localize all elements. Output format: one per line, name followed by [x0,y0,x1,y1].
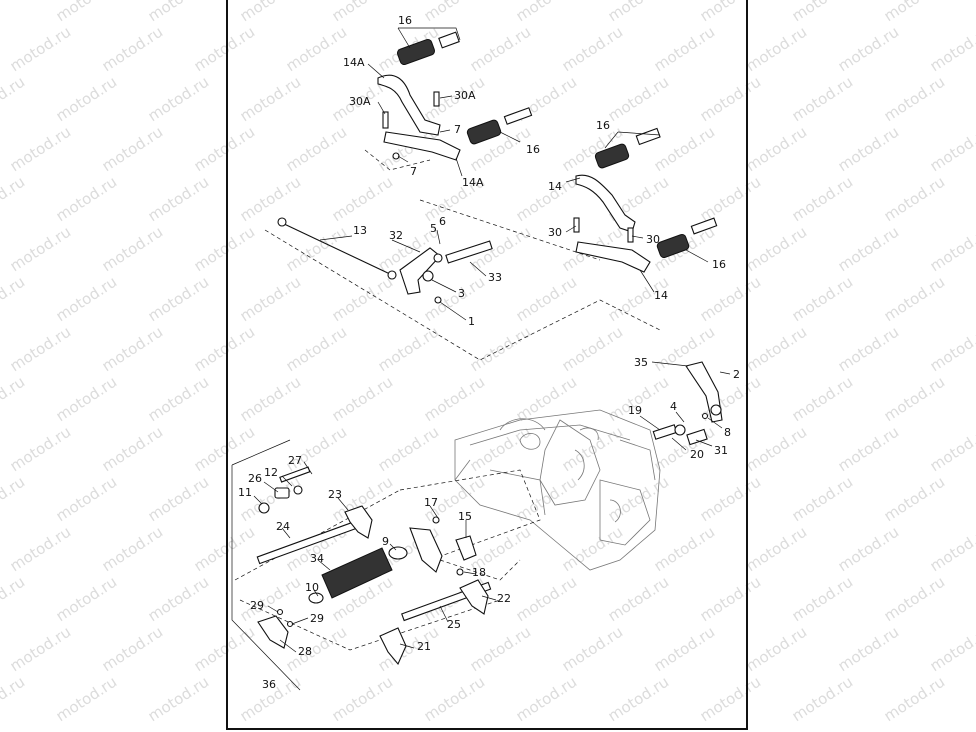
callout-16: 16 [526,143,540,156]
callout-14: 14 [654,289,668,302]
callout-6: 6 [439,215,446,228]
callout-5: 5 [430,222,437,235]
callout-7: 7 [410,165,417,178]
callout-34: 34 [310,552,324,565]
callout-13: 13 [353,224,367,237]
callout-30a: 30A [454,89,476,102]
callout-1: 1 [468,315,475,328]
callout-25: 25 [447,618,461,631]
callout-3: 3 [458,287,465,300]
callout-30: 30 [548,226,562,239]
callout-19: 19 [628,404,642,417]
callout-16: 16 [596,119,610,132]
callout-16: 16 [712,258,726,271]
callout-17: 17 [424,496,438,509]
callout-labels: 16 14A 30A 30A 7 16 7 14A 16 14 13 32 5 … [238,14,740,691]
callout-33: 33 [488,271,502,284]
callout-23: 23 [328,488,342,501]
callout-21: 21 [417,640,431,653]
shifter-lever [652,361,723,446]
callout-14: 14 [548,180,562,193]
callout-30: 30 [646,233,660,246]
callout-8: 8 [724,426,731,439]
callout-20: 20 [690,448,704,461]
callout-12: 12 [264,466,278,479]
callout-31: 31 [714,444,728,457]
diagram-frame [226,0,748,730]
callout-22: 22 [497,592,511,605]
callout-9: 9 [382,535,389,548]
engine-case [454,409,661,571]
callout-32: 32 [389,229,403,242]
callout-29: 29 [310,612,324,625]
callout-24: 24 [276,520,290,533]
shift-linkage [277,217,493,304]
callout-7: 7 [454,123,461,136]
callout-16: 16 [398,14,412,27]
callout-11: 11 [238,486,252,499]
rider-footpeg-assembly-right [573,127,718,273]
callout-15: 15 [458,510,472,523]
rider-footpeg-assembly-left [377,31,533,161]
callout-18: 18 [472,566,486,579]
assembly-outlines [231,149,661,691]
callout-10: 10 [305,581,319,594]
leader-lines [253,27,731,653]
callout-35: 35 [634,356,648,369]
callout-14a: 14A [462,176,484,189]
callout-14a: 14A [343,56,365,69]
callout-4: 4 [670,400,677,413]
callout-30a: 30A [349,95,371,108]
callout-36: 36 [262,678,276,691]
callout-28: 28 [298,645,312,658]
callout-29: 29 [250,599,264,612]
callout-2: 2 [733,368,740,381]
callout-26: 26 [248,472,262,485]
callout-27: 27 [288,454,302,467]
